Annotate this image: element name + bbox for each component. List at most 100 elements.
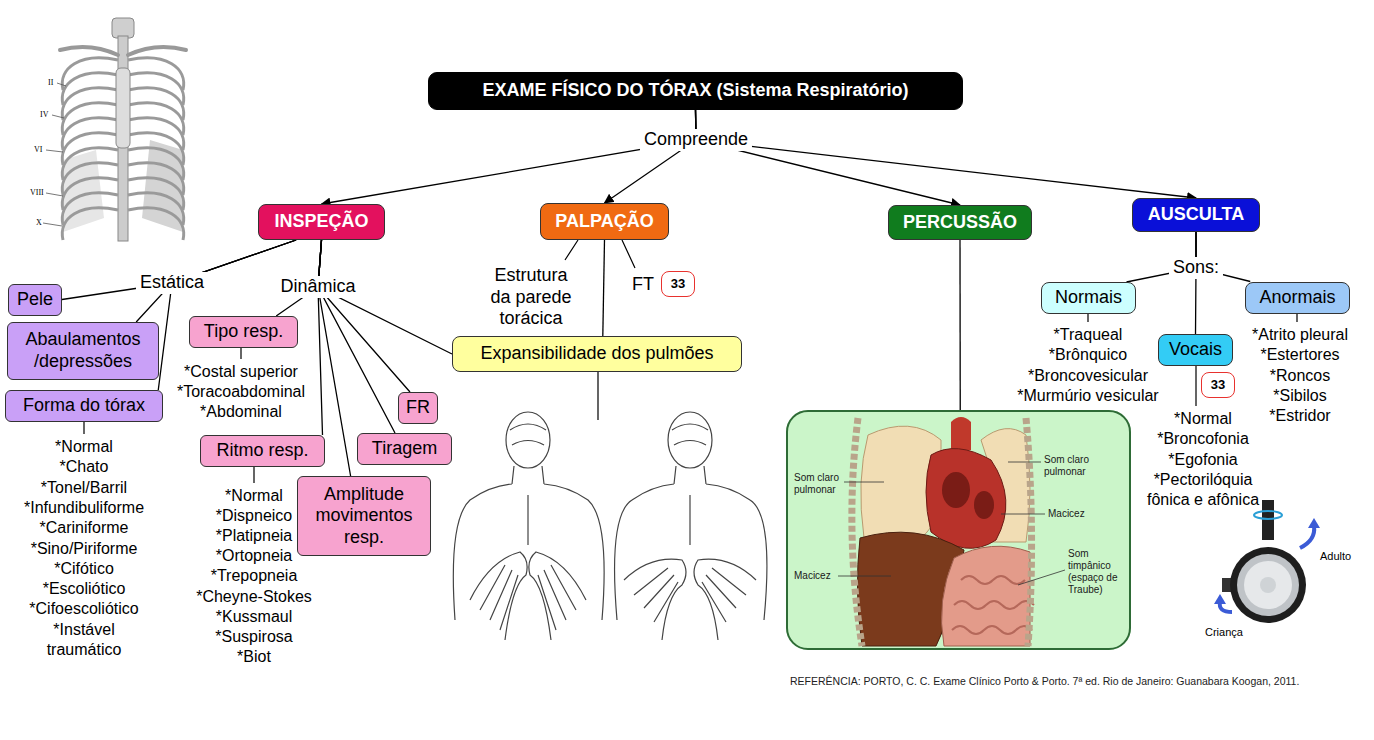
node-text: 33 — [1211, 377, 1225, 393]
connector — [696, 110, 1197, 198]
rib-cage — [43, 18, 186, 241]
figure-label: Criança — [1205, 626, 1243, 639]
rib-chain — [852, 418, 862, 646]
node-text: Anormais — [1259, 287, 1335, 309]
list-item: *Broncovesicular — [1028, 366, 1148, 386]
list-item: *Broncofonia — [1157, 429, 1249, 449]
list-item: *Estridor — [1269, 406, 1330, 426]
junction-label: Estática — [136, 272, 208, 294]
list-item: *Ortopneia — [216, 546, 293, 566]
list-item: *Sino/Piriforme — [31, 539, 138, 559]
turn-arrow — [1214, 594, 1226, 604]
hair — [672, 424, 708, 445]
list-item: *Cifótico — [54, 559, 114, 579]
list-item: *Infundibuliforme — [24, 498, 144, 518]
back-figure — [453, 412, 604, 640]
list-item: *Tonel/Barril — [41, 478, 127, 498]
turn-arrow — [1300, 526, 1314, 548]
topic-box: Tipo resp. — [189, 316, 298, 348]
list-item: *Normal — [1174, 409, 1232, 429]
list-item: *Toracoabdominal — [177, 382, 305, 402]
connector — [318, 240, 395, 433]
chest-piece — [1230, 547, 1306, 623]
node-text: EXAME FÍSICO DO TÓRAX (Sistema Respirató… — [482, 80, 908, 102]
node-text: Ritmo resp. — [216, 440, 308, 462]
list-item: *Roncos — [1270, 366, 1330, 386]
junction-label: Dinâmica — [276, 276, 359, 298]
topic-box: Ritmo resp. — [200, 435, 325, 467]
connector — [136, 240, 296, 322]
list-item: *Costal superior — [184, 362, 298, 382]
connector — [322, 110, 697, 204]
node-text: Vocais — [1169, 339, 1222, 361]
list-item: *Cifoescoliótico — [29, 599, 138, 619]
category-box: Anormais — [1245, 282, 1350, 314]
hands — [624, 559, 756, 640]
node-text: Tipo resp. — [204, 321, 283, 343]
node-text: Tiragem — [372, 438, 437, 460]
connector — [605, 110, 697, 203]
connector — [696, 110, 961, 205]
list-item: *Traqueal — [1054, 325, 1123, 345]
region-label: Macicez — [794, 570, 844, 582]
list-item: *Chato — [60, 457, 109, 477]
rib-number: VIII — [30, 188, 44, 198]
cervical-spine — [112, 18, 134, 38]
connector — [959, 240, 961, 410]
hands — [470, 552, 586, 640]
section-box: PALPAÇÃO — [540, 203, 669, 240]
rib-number: II — [48, 78, 53, 88]
junction-label: Compreende — [640, 129, 752, 151]
intestine — [952, 576, 1034, 634]
rib-chain — [1026, 418, 1032, 646]
illustration-panel: Som claro pulmonarSom claro pulmonarMaci… — [786, 410, 1131, 650]
section-box: AUSCULTA — [1132, 198, 1260, 232]
callout-number: 33 — [1201, 372, 1235, 398]
topic-box: Tiragem — [357, 433, 452, 465]
list-item: *Normal — [225, 486, 283, 506]
junction-label: Sons: — [1169, 257, 1223, 279]
figure-label: Adulto — [1320, 550, 1351, 563]
thorax-section — [786, 410, 1131, 650]
connector — [603, 240, 605, 336]
category-box: Vocais — [1158, 334, 1233, 366]
note-label: FT — [632, 274, 654, 296]
list-item: *Pectorilóquia fônica e afônica — [1136, 470, 1271, 511]
list-item: *Suspirosa — [215, 627, 292, 647]
back-figure — [615, 412, 767, 640]
node-text: 33 — [671, 276, 685, 292]
callout-number: 33 — [661, 271, 695, 297]
list-item: *Normal — [55, 437, 113, 457]
head — [506, 412, 550, 468]
topic-box: Amplitude movimentos resp. — [297, 476, 431, 556]
node-text: FR — [406, 397, 430, 419]
region-label: Macicez — [1048, 508, 1108, 520]
reference-note: REFERÊNCIA: PORTO, C. C. Exame Clínico P… — [790, 675, 1299, 688]
list-item: *Trepopneia — [211, 566, 298, 586]
node-text: Normais — [1055, 287, 1122, 309]
list-item: *Egofonia — [1168, 450, 1237, 470]
note-label: Estrutura da parede torácica — [485, 265, 577, 330]
hair — [510, 424, 546, 445]
section-box: INSPEÇÃO — [258, 204, 385, 240]
region-label: Som claro pulmonar — [794, 472, 842, 496]
list-item: *Platipneia — [216, 526, 293, 546]
leader-line — [84, 240, 1297, 483]
list-item: *Murmúrio vesicular — [1017, 386, 1158, 406]
section-box: PERCUSSÃO — [888, 205, 1032, 240]
node-text: AUSCULTA — [1148, 204, 1244, 226]
topic-box: Expansibilidade dos pulmões — [452, 336, 742, 372]
node-text: PERCUSSÃO — [903, 212, 1017, 234]
stomach — [942, 546, 1030, 646]
node-text: Expansibilidade dos pulmões — [480, 343, 713, 365]
ribs — [62, 58, 183, 240]
topic-box: Abaulamentos /depressões — [7, 322, 159, 380]
list-item: *Abdominal — [200, 402, 282, 422]
leader-line — [43, 83, 66, 226]
rib-number: VI — [34, 145, 42, 155]
head — [668, 412, 712, 468]
list-item: *Kussmaul — [216, 607, 292, 627]
node-text: Forma do tórax — [23, 395, 145, 417]
sternum — [116, 68, 130, 148]
